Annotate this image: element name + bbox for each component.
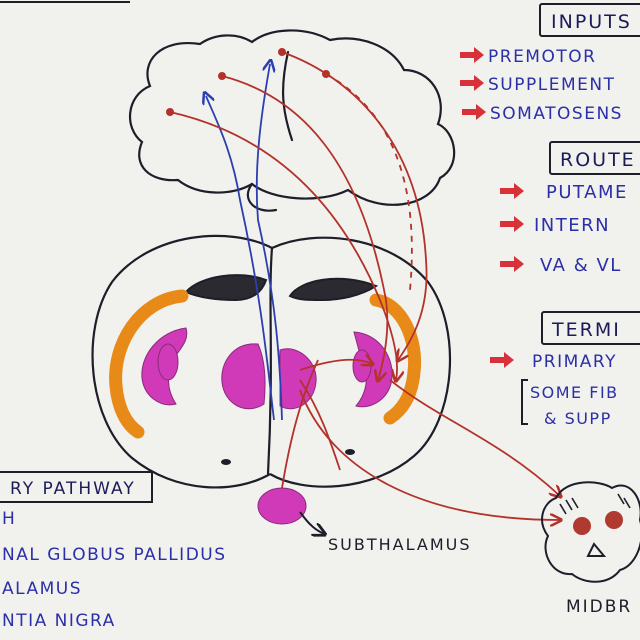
pathway-box: RY PATHWAY (0, 471, 153, 503)
subthalamus-pointer (299, 511, 324, 534)
cortex-origin-dots (166, 48, 330, 116)
termination-box: TERMI (541, 311, 640, 345)
route-title: ROUTE (560, 149, 636, 171)
inputs-title: INPUTS (551, 11, 632, 33)
red-pathways (169, 51, 560, 520)
pathway-item: H (2, 509, 16, 529)
subthalamus-label: SUBTHALAMUS (328, 535, 472, 554)
route-item: VA & VL (540, 255, 622, 276)
inputs-item: SOMATOSENS (490, 104, 623, 124)
midbrain (541, 481, 640, 583)
pathway-item: ALAMUS (2, 579, 82, 599)
cortical-bands (109, 289, 422, 439)
termination-item: SOME FIB (530, 383, 619, 402)
cortex-outline (128, 29, 456, 212)
inputs-item: PREMOTOR (488, 47, 596, 67)
basal-ganglia (141, 327, 393, 525)
inputs-box: INPUTS (539, 3, 640, 37)
brain-section-outline (91, 234, 451, 489)
termination-list: PRIMARY SOME FIB & SUPP (521, 352, 619, 428)
pathway-item: NTIA NIGRA (2, 611, 116, 631)
pathway-item: NAL GLOBUS PALLIDUS (2, 545, 227, 565)
section-dots (221, 449, 355, 465)
inputs-list: PREMOTOR SUPPLEMENT SOMATOSENS (488, 47, 623, 124)
route-box: ROUTE (549, 141, 640, 175)
termination-title: TERMI (551, 319, 621, 341)
route-item: INTERN (534, 215, 610, 236)
lateral-ventricles (184, 274, 379, 302)
midbrain-label: MIDBR (566, 597, 632, 617)
route-item: PUTAME (546, 182, 628, 203)
route-list: PUTAME INTERN VA & VL (534, 182, 628, 276)
blue-pathways (206, 64, 283, 421)
termination-item: PRIMARY (532, 352, 617, 372)
pathway-list: H NAL GLOBUS PALLIDUS ALAMUS NTIA NIGRA (2, 509, 227, 631)
red-arrow-icon (460, 47, 524, 368)
pathway-title: RY PATHWAY (10, 479, 136, 499)
inputs-item: SUPPLEMENT (488, 75, 615, 95)
termination-item: & SUPP (544, 409, 612, 428)
